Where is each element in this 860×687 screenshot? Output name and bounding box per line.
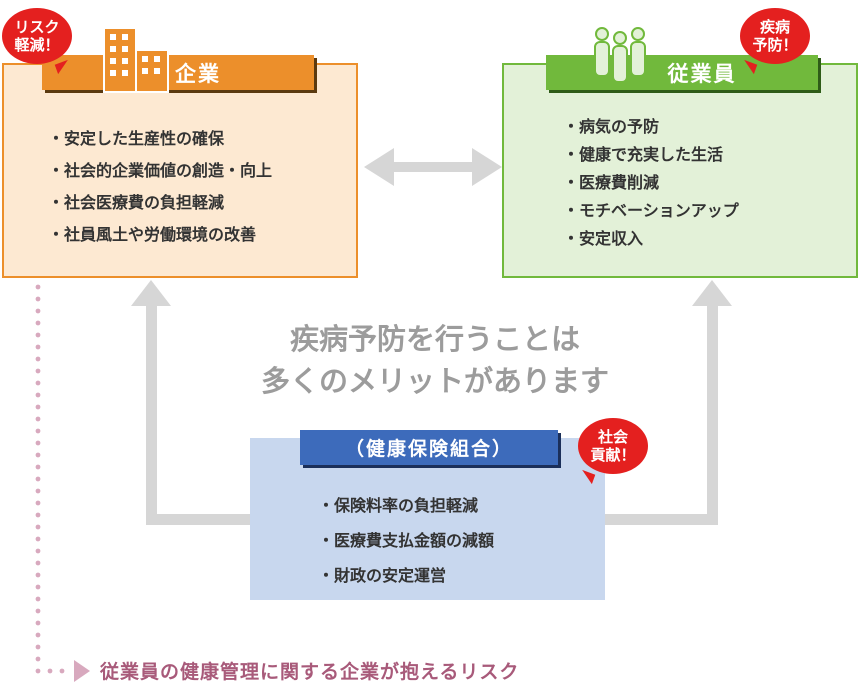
list-item: 安定収入 <box>563 225 739 253</box>
employee-title: 従業員 <box>667 61 737 86</box>
footer-triangle-icon <box>74 660 90 682</box>
list-item: 社会的企業価値の創造・向上 <box>48 155 272 187</box>
risk-reduction-badge: リスク 軽減！ <box>2 8 72 64</box>
list-item: モチベーションアップ <box>563 197 739 225</box>
company-benefit-list: 安定した生産性の確保 社会的企業価値の創造・向上 社会医療費の負担軽減 社員風土… <box>48 123 272 251</box>
people-icon <box>594 27 646 83</box>
badge-line: 軽減！ <box>14 36 60 54</box>
badge-line: 予防！ <box>752 36 798 54</box>
risk-link[interactable]: 従業員の健康管理に関する企業が抱えるリスク <box>100 661 520 683</box>
right-up-arrow <box>605 280 732 525</box>
dotted-line <box>35 284 65 674</box>
company-title: 企業 <box>175 61 221 86</box>
union-benefit-list: 保険料率の負担軽減 医療費支払金額の減額 財政の安定運営 <box>318 488 494 593</box>
employee-title-tab: 従業員 <box>546 55 818 90</box>
list-item: 医療費支払金額の減額 <box>318 523 494 558</box>
employee-benefit-list: 病気の予防 健康で充実した生活 医療費削減 モチベーションアップ 安定収入 <box>563 113 739 253</box>
list-item: 社会医療費の負担軽減 <box>48 187 272 219</box>
badge-line: 疾病 <box>759 18 790 36</box>
badge-line: 貢献！ <box>590 446 636 464</box>
illness-prevention-badge: 疾病 予防！ <box>740 8 810 64</box>
list-item: 病気の予防 <box>563 113 739 141</box>
list-item: 保険料率の負担軽減 <box>318 488 494 523</box>
company-title-tab: 企業 <box>42 55 314 90</box>
list-item: 医療費削減 <box>563 169 739 197</box>
badge-line: 社会 <box>597 428 628 446</box>
badge-line: リスク <box>14 18 60 36</box>
social-contribution-badge: 社会 貢献！ <box>578 418 648 474</box>
message-line: 多くのメリットがあります <box>260 364 609 398</box>
union-title: （健康保険組合） <box>344 438 513 460</box>
double-arrow <box>364 148 502 186</box>
union-title-tab: （健康保険組合） <box>300 430 558 465</box>
list-item: 健康で充実した生活 <box>563 141 739 169</box>
building-icon <box>103 27 169 93</box>
list-item: 安定した生産性の確保 <box>48 123 272 155</box>
center-message: 疾病予防を行うことは 多くのメリットがあります <box>200 318 670 402</box>
left-up-arrow <box>131 280 252 525</box>
message-line: 疾病予防を行うことは <box>289 322 580 356</box>
list-item: 財政の安定運営 <box>318 558 494 593</box>
list-item: 社員風土や労働環境の改善 <box>48 219 272 251</box>
